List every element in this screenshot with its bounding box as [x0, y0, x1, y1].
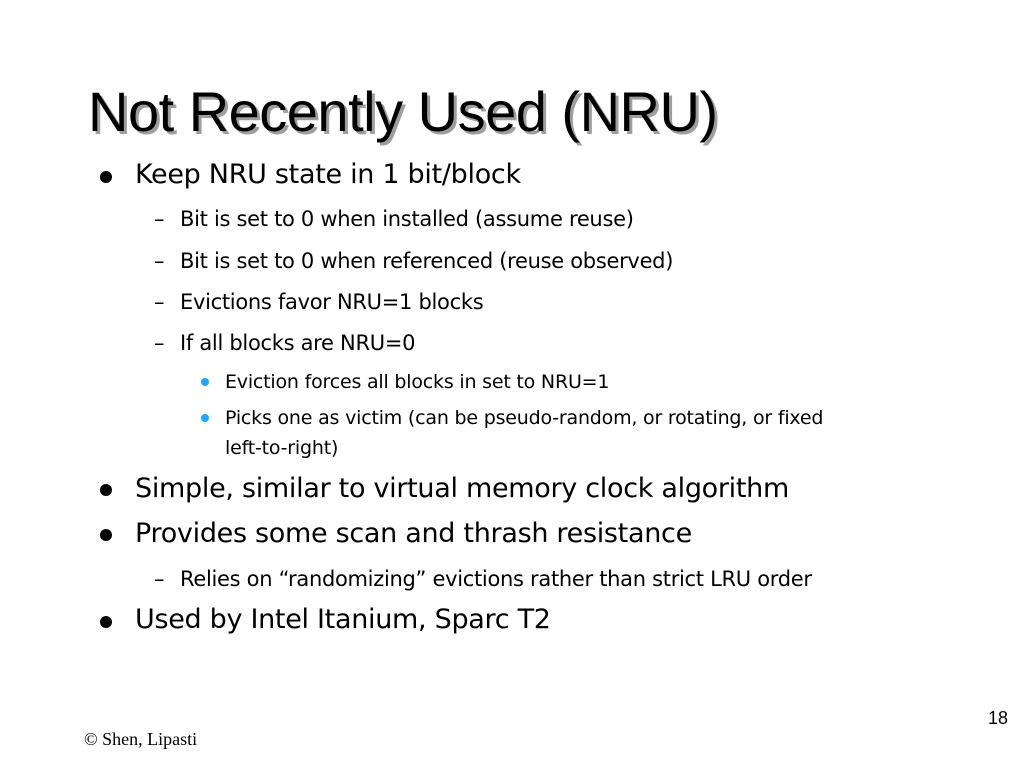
- sub-bullet-item: If all blocks are NRU=0: [180, 331, 416, 355]
- sub-bullet-item: Evictions favor NRU=1 blocks: [180, 290, 484, 314]
- sub-sub-bullet-item: Picks one as victim (can be pseudo-rando…: [225, 407, 824, 429]
- dash-icon: –: [154, 567, 165, 591]
- sub-sub-bullet-item: Eviction forces all blocks in set to NRU…: [225, 371, 610, 393]
- bullet-item: Simple, similar to virtual memory clock …: [135, 473, 789, 504]
- slide-title: Not Recently Used (NRU): [88, 80, 718, 143]
- bullet-dot-icon: [100, 529, 112, 541]
- bullet-dot-icon: [100, 171, 112, 183]
- bullet-dot-icon: [100, 484, 112, 496]
- sub-bullet-item: Bit is set to 0 when referenced (reuse o…: [180, 249, 674, 273]
- sub-sub-bullet-continuation: left-to-right): [225, 437, 339, 459]
- sub-bullet-item: Relies on “randomizing” evictions rather…: [180, 567, 812, 591]
- sub-sub-bullet-dot-icon: [201, 414, 209, 422]
- dash-icon: –: [154, 249, 165, 273]
- sub-sub-bullet-dot-icon: [201, 378, 209, 386]
- page-number: 18: [987, 708, 1008, 728]
- footer-copyright: © Shen, Lipasti: [84, 729, 198, 749]
- bullet-item: Keep NRU state in 1 bit/block: [135, 159, 521, 190]
- dash-icon: –: [154, 290, 165, 314]
- sub-bullet-item: Bit is set to 0 when installed (assume r…: [180, 207, 634, 231]
- bullet-dot-icon: [100, 616, 112, 628]
- dash-icon: –: [154, 207, 165, 231]
- bullet-item: Provides some scan and thrash resistance: [135, 518, 692, 549]
- dash-icon: –: [154, 331, 165, 355]
- bullet-item: Used by Intel Itanium, Sparc T2: [135, 604, 551, 635]
